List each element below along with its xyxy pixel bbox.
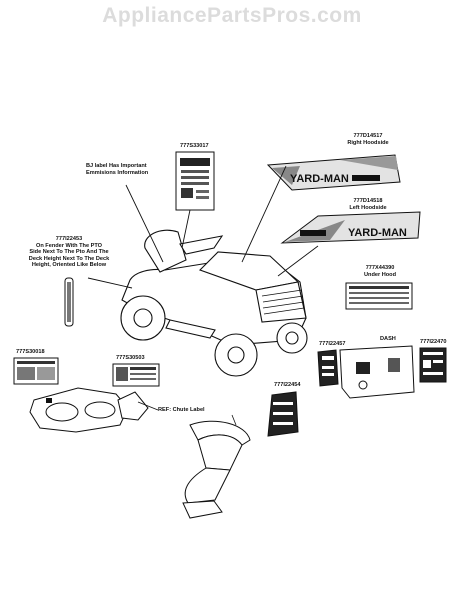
i470-part-number: 777I22470 bbox=[420, 339, 447, 345]
left-hood-desc: Left Hoodside bbox=[349, 204, 387, 211]
chute-ref-label: REF: Chute Label bbox=[158, 407, 205, 413]
right-hood-brand: YARD-MAN bbox=[290, 173, 349, 185]
chute-decal bbox=[182, 391, 299, 519]
bj-description: BJ label Has Important Emmisions Informa… bbox=[86, 163, 148, 176]
under-hood-label: 777X44390 Under Hood bbox=[350, 265, 410, 278]
bj-desc-line1: BJ label Has Important bbox=[86, 163, 147, 169]
i454-part-number: 777I22454 bbox=[274, 382, 301, 388]
label-470-decal bbox=[419, 347, 447, 383]
label-457-decal bbox=[317, 349, 339, 387]
left-hoodside-decal: YARD-MAN bbox=[280, 211, 421, 244]
chute-warning-part-number: 777S30503 bbox=[116, 355, 145, 361]
fender-part: 777I22453 bbox=[55, 236, 83, 242]
left-hood-brand: YARD-MAN bbox=[348, 227, 407, 239]
tractor-illustration bbox=[120, 229, 308, 377]
bj-part-number: 777S33017 bbox=[180, 143, 209, 149]
left-hood-label: 777D14518 Left Hoodside bbox=[338, 198, 398, 211]
fender-desc-line3: Deck Height Next To The Deck bbox=[28, 255, 110, 262]
bj-label-decal bbox=[175, 151, 215, 211]
right-hood-label: 777D14517 Right Hoodside bbox=[338, 133, 398, 146]
watermark: AppliancePartsPros.com bbox=[102, 4, 362, 27]
left-hood-part: 777D14518 bbox=[353, 198, 383, 204]
under-hood-part: 777X44390 bbox=[365, 265, 395, 271]
chute-warning-decal bbox=[112, 363, 160, 421]
fender-desc-line2: Side Next To The Pto And The bbox=[29, 249, 109, 256]
dash-label: DASH bbox=[380, 336, 396, 342]
i457-part-number: 777I22457 bbox=[319, 341, 346, 347]
right-hoodside-decal: YARD-MAN bbox=[266, 154, 401, 191]
right-hood-desc: Right Hoodside bbox=[347, 139, 389, 146]
fender-desc-line1: On Fender With The PTO bbox=[35, 242, 103, 249]
fender-desc-line4: Height, Oriented Like Below bbox=[31, 262, 107, 269]
fender-label-decal bbox=[64, 277, 74, 327]
right-hood-part: 777D14517 bbox=[353, 133, 383, 139]
bj-desc-line2: Emmisions Information bbox=[86, 169, 149, 176]
fender-label: 777I22453 On Fender With The PTO Side Ne… bbox=[14, 236, 124, 269]
under-hood-desc: Under Hood bbox=[363, 271, 396, 278]
dash-panel bbox=[339, 345, 415, 399]
leader-lines bbox=[87, 165, 319, 289]
deck-part-number: 777S30018 bbox=[16, 349, 45, 355]
deck-decal bbox=[13, 357, 129, 433]
under-hood-decal bbox=[345, 282, 413, 310]
